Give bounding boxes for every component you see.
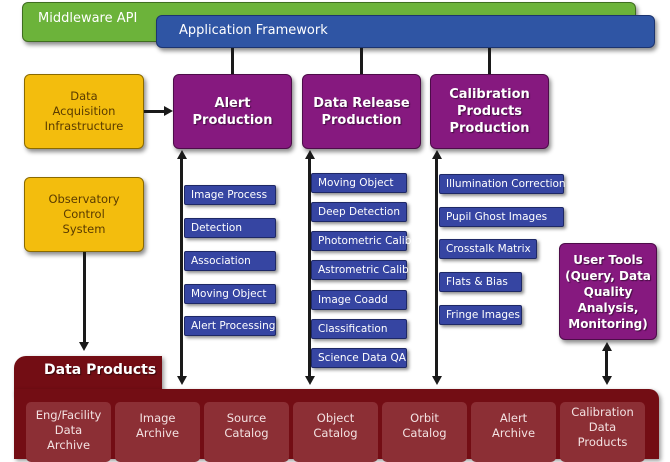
- calibration-task-illumination-correction: Illumination Correction: [439, 174, 566, 194]
- data-product-label: Products: [577, 435, 628, 449]
- data-product-label: Image: [139, 411, 176, 425]
- release-task-photometric-calib: Photometric Calib: [311, 231, 411, 251]
- user-tools-arrow-line: [605, 350, 608, 378]
- data-product-source-catalog: Source Catalog: [204, 402, 289, 462]
- observatory-control-line: Control: [63, 207, 105, 221]
- release-task-image-coadd: Image Coadd: [311, 290, 407, 310]
- observatory-control-system-box: Observatory Control System: [24, 177, 144, 252]
- alert-column-arrowhead-down: [177, 376, 187, 385]
- data-product-label: Data: [54, 423, 83, 437]
- data-product-label: Calibration: [571, 405, 634, 419]
- application-framework-layer: Application Framework: [156, 15, 655, 48]
- alert-task-association: Association: [184, 251, 276, 271]
- alert-task-alert-processing: Alert Processing: [184, 316, 276, 336]
- data-product-label: Catalog: [313, 426, 358, 440]
- release-task-classification: Classification: [311, 319, 407, 339]
- alert-production-title: Alert: [214, 95, 251, 111]
- alert-production-box: Alert Production: [173, 74, 292, 149]
- calibration-production-title: Production: [449, 121, 530, 136]
- calibration-task-pupil-ghost-images: Pupil Ghost Images: [439, 207, 564, 227]
- framework-connector-calibration: [488, 48, 491, 74]
- release-task-moving-object: Moving Object: [311, 173, 407, 193]
- application-framework-label: Application Framework: [179, 23, 328, 38]
- user-tools-arrowhead-up: [602, 342, 612, 351]
- calibration-task-flats-bias: Flats & Bias: [439, 272, 522, 292]
- alert-column-arrowhead-up: [177, 150, 187, 159]
- data-product-label: Object: [316, 411, 355, 425]
- data-product-label: Orbit: [410, 411, 439, 425]
- ocs-to-products-arrowhead: [79, 342, 89, 351]
- release-column-arrowhead-down: [305, 376, 315, 385]
- user-tools-arrowhead-down: [602, 376, 612, 385]
- framework-connector-release: [360, 48, 363, 74]
- release-task-science-data-qa: Science Data QA: [311, 348, 407, 368]
- user-tools-line: (Query, Data: [565, 268, 651, 283]
- data-product-label: Data: [588, 420, 617, 434]
- calibration-production-title: Products: [456, 104, 523, 119]
- user-tools-line: Analysis,: [577, 300, 639, 315]
- data-product-orbit-catalog: Orbit Catalog: [382, 402, 467, 462]
- data-product-calibration-data-products: Calibration Data Products: [560, 402, 645, 462]
- data-acquisition-infrastructure-box: Data Acquisition Infrastructure: [24, 74, 144, 149]
- observatory-control-line: System: [62, 222, 106, 236]
- data-acquisition-line: Acquisition: [52, 104, 116, 118]
- alert-task-detection: Detection: [184, 218, 276, 238]
- data-acquisition-line: Data: [70, 89, 98, 103]
- release-column-arrowhead-up: [305, 150, 315, 159]
- release-task-deep-detection: Deep Detection: [311, 202, 407, 222]
- calibration-production-title: Calibration: [449, 87, 530, 102]
- alert-column-line: [180, 158, 183, 378]
- calibration-column-arrowhead-down: [432, 376, 442, 385]
- alert-task-moving-object: Moving Object: [184, 284, 276, 304]
- alert-task-image-process: Image Process: [184, 185, 276, 205]
- data-products-title: Data Products: [44, 362, 157, 378]
- data-release-production-box: Data Release Production: [302, 74, 421, 149]
- daq-to-alert-arrow-line: [144, 110, 166, 113]
- user-tools-box: User Tools (Query, Data Quality Analysis…: [559, 243, 657, 340]
- middleware-api-label: Middleware API: [38, 11, 138, 26]
- calibration-task-crosstalk-matrix: Crosstalk Matrix: [439, 239, 537, 259]
- data-product-label: Archive: [491, 426, 536, 440]
- data-product-label: Alert: [499, 411, 528, 425]
- data-release-production-title: Production: [321, 112, 402, 128]
- data-product-label: Archive: [46, 438, 91, 452]
- data-product-label: Eng/Facility: [35, 408, 102, 422]
- data-product-label: Catalog: [402, 426, 447, 440]
- release-column-line: [308, 158, 311, 378]
- data-product-eng-facility-archive: Eng/Facility Data Archive: [26, 402, 111, 462]
- data-product-image-archive: Image Archive: [115, 402, 200, 462]
- data-release-production-title: Data Release: [313, 95, 410, 111]
- release-task-astrometric-calib: Astrometric Calib: [311, 260, 409, 280]
- data-product-label: Catalog: [224, 426, 269, 440]
- calibration-products-production-box: Calibration Products Production: [430, 74, 549, 149]
- alert-production-title: Production: [192, 112, 273, 128]
- data-product-label: Source: [226, 411, 267, 425]
- user-tools-line: User Tools: [573, 252, 643, 267]
- data-product-alert-archive: Alert Archive: [471, 402, 556, 462]
- calibration-column-arrowhead-up: [432, 150, 442, 159]
- daq-to-alert-arrowhead: [164, 106, 173, 116]
- framework-connector-alert: [231, 48, 234, 74]
- ocs-to-products-arrow-line: [83, 252, 86, 344]
- calibration-task-fringe-images: Fringe Images: [439, 305, 522, 325]
- data-product-label: Archive: [135, 426, 180, 440]
- data-product-object-catalog: Object Catalog: [293, 402, 378, 462]
- user-tools-line: Quality: [583, 284, 633, 299]
- user-tools-line: Monitoring): [568, 316, 648, 331]
- data-acquisition-line: Infrastructure: [44, 119, 124, 133]
- calibration-column-line: [435, 158, 438, 378]
- observatory-control-line: Observatory: [48, 192, 120, 206]
